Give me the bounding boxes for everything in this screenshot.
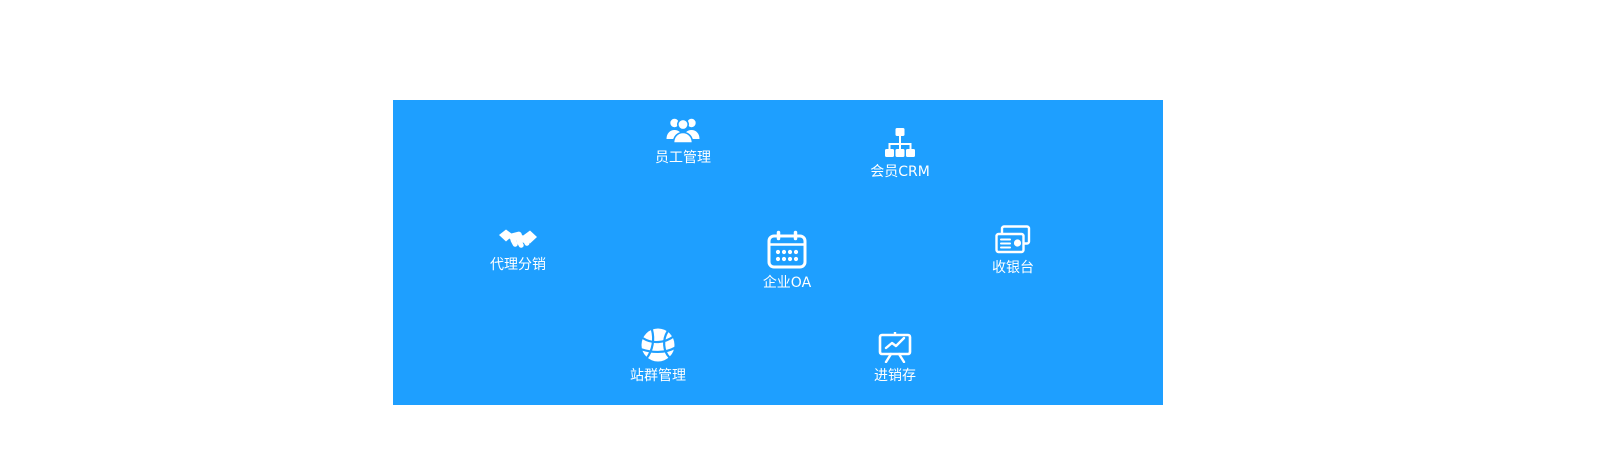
feature-item-site-group-management[interactable]: 站群管理 xyxy=(598,327,718,385)
features-panel: 员工管理 会员CRM xyxy=(393,100,1163,405)
calendar-icon xyxy=(766,230,808,270)
org-chart-icon xyxy=(884,127,916,159)
whiteboard-chart-icon xyxy=(878,331,912,363)
feature-item-agent-distribution[interactable]: 代理分销 xyxy=(458,226,578,274)
feature-label: 员工管理 xyxy=(655,150,711,166)
feature-label: 代理分销 xyxy=(490,257,546,273)
feature-item-employee-management[interactable]: 员工管理 xyxy=(623,115,743,167)
feature-label: 会员CRM xyxy=(870,164,930,180)
banknotes-icon xyxy=(995,225,1031,255)
feature-label: 进销存 xyxy=(874,368,916,384)
handshake-icon xyxy=(498,226,538,252)
feature-label: 收银台 xyxy=(992,260,1034,276)
globe-icon xyxy=(640,327,676,363)
feature-item-cashier[interactable]: 收银台 xyxy=(953,225,1073,277)
feature-item-member-crm[interactable]: 会员CRM xyxy=(840,127,960,181)
feature-item-enterprise-oa[interactable]: 企业OA xyxy=(727,230,847,292)
feature-item-inventory[interactable]: 进销存 xyxy=(835,331,955,385)
feature-label: 企业OA xyxy=(762,275,812,291)
feature-label: 站群管理 xyxy=(630,368,686,384)
users-icon xyxy=(664,115,702,145)
